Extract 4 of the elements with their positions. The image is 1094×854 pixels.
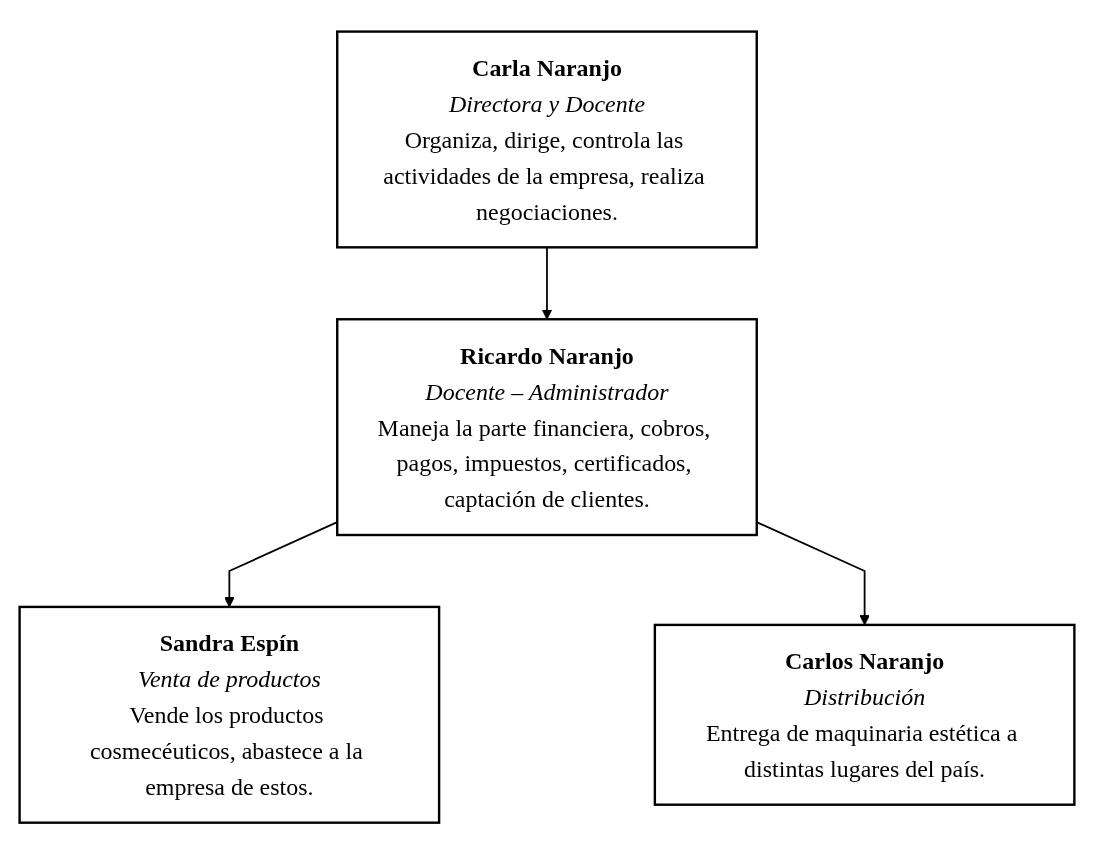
- node-box: Ricardo Naranjo Docente – Administrador Maneja la parte financiera, cobros, pagos, impuestos, certificados, captación de clientes.: [336, 317, 758, 537]
- node-box: Sandra Espín Venta de productos Vende los productos cosmecéuticos, abastece a la empresa de estos.: [18, 605, 441, 824]
- node-box: Carla Naranjo Directora y Docente Organiza, dirige, controla las actividades de la empresa, realiza negociaciones.: [336, 30, 758, 249]
- node-box: Carlos Naranjo Distribución Entrega de maquinaria estética a distintas lugares del país.: [653, 623, 1076, 806]
